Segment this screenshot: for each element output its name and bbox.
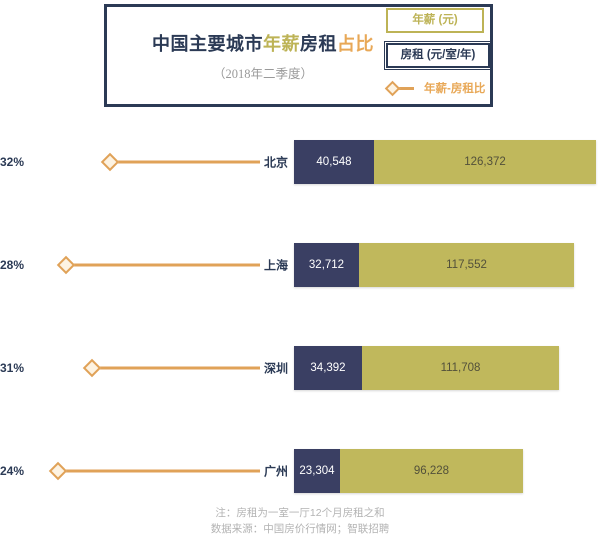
chart-header: 中国主要城市年薪房租占比 （2018年二季度） 年薪 (元) 房租 (元/室/年…: [0, 0, 600, 118]
legend-item-ratio[interactable]: 年薪-房租比: [384, 79, 494, 97]
diamond-marker-icon[interactable]: [48, 461, 68, 481]
diamond-marker-icon[interactable]: [100, 152, 120, 172]
ratio-connector-line: [110, 160, 260, 164]
ratio-percent-label: 28%: [0, 258, 25, 272]
legend-line-icon: [397, 86, 414, 90]
ratio-connector-line: [66, 263, 260, 267]
bar-segment-salary[interactable]: 117,552: [359, 243, 574, 287]
legend-item-rent[interactable]: 房租 (元/室/年): [384, 41, 492, 70]
city-label: 北京: [263, 155, 288, 170]
footnote-note: 注：房租为一室一厅12个月房租之和: [215, 507, 385, 519]
page-subtitle: （2018年二季度）: [212, 66, 313, 81]
legend-item-salary[interactable]: 年薪 (元): [386, 8, 484, 33]
city-label: 深圳: [263, 361, 288, 376]
ratio-connector-line: [58, 469, 260, 473]
city-label: 上海: [263, 258, 288, 273]
bar-segment-rent[interactable]: 32,712: [294, 243, 359, 287]
ratio-percent-label: 32%: [0, 155, 25, 169]
bar-segment-salary[interactable]: 111,708: [362, 346, 559, 390]
title-part-4: 占比: [337, 34, 374, 54]
bar-segment-rent[interactable]: 40,548: [294, 140, 374, 184]
bar-segment-rent[interactable]: 34,392: [294, 346, 362, 390]
title-block: 中国主要城市年薪房租占比 （2018年二季度）: [123, 33, 403, 82]
chart-legend: 年薪 (元) 房租 (元/室/年) 年薪-房租比: [384, 8, 494, 97]
bar-segment-salary[interactable]: 96,228: [340, 449, 523, 493]
title-part-2: 年薪: [263, 34, 300, 54]
ratio-connector-line: [92, 366, 260, 370]
title-part-3: 房租: [300, 34, 337, 54]
diamond-marker-icon: [384, 80, 401, 96]
footnote-source: 数据来源：中国房价行情网；智联招聘: [210, 523, 390, 535]
city-label: 广州: [263, 464, 288, 479]
ratio-percent-label: 24%: [0, 464, 25, 478]
diamond-marker-icon[interactable]: [56, 255, 76, 275]
chart-footnotes: 注：房租为一室一厅12个月房租之和 数据来源：中国房价行情网；智联招聘: [0, 505, 600, 537]
diamond-marker-icon[interactable]: [82, 358, 102, 378]
bar-segment-salary[interactable]: 126,372: [374, 140, 596, 184]
page-title: 中国主要城市年薪房租占比: [123, 33, 403, 56]
bar-segment-rent[interactable]: 23,304: [294, 449, 340, 493]
legend-ratio-label: 年薪-房租比: [424, 83, 486, 95]
title-part-1: 中国主要城市: [152, 34, 263, 54]
ratio-percent-label: 31%: [0, 361, 25, 375]
